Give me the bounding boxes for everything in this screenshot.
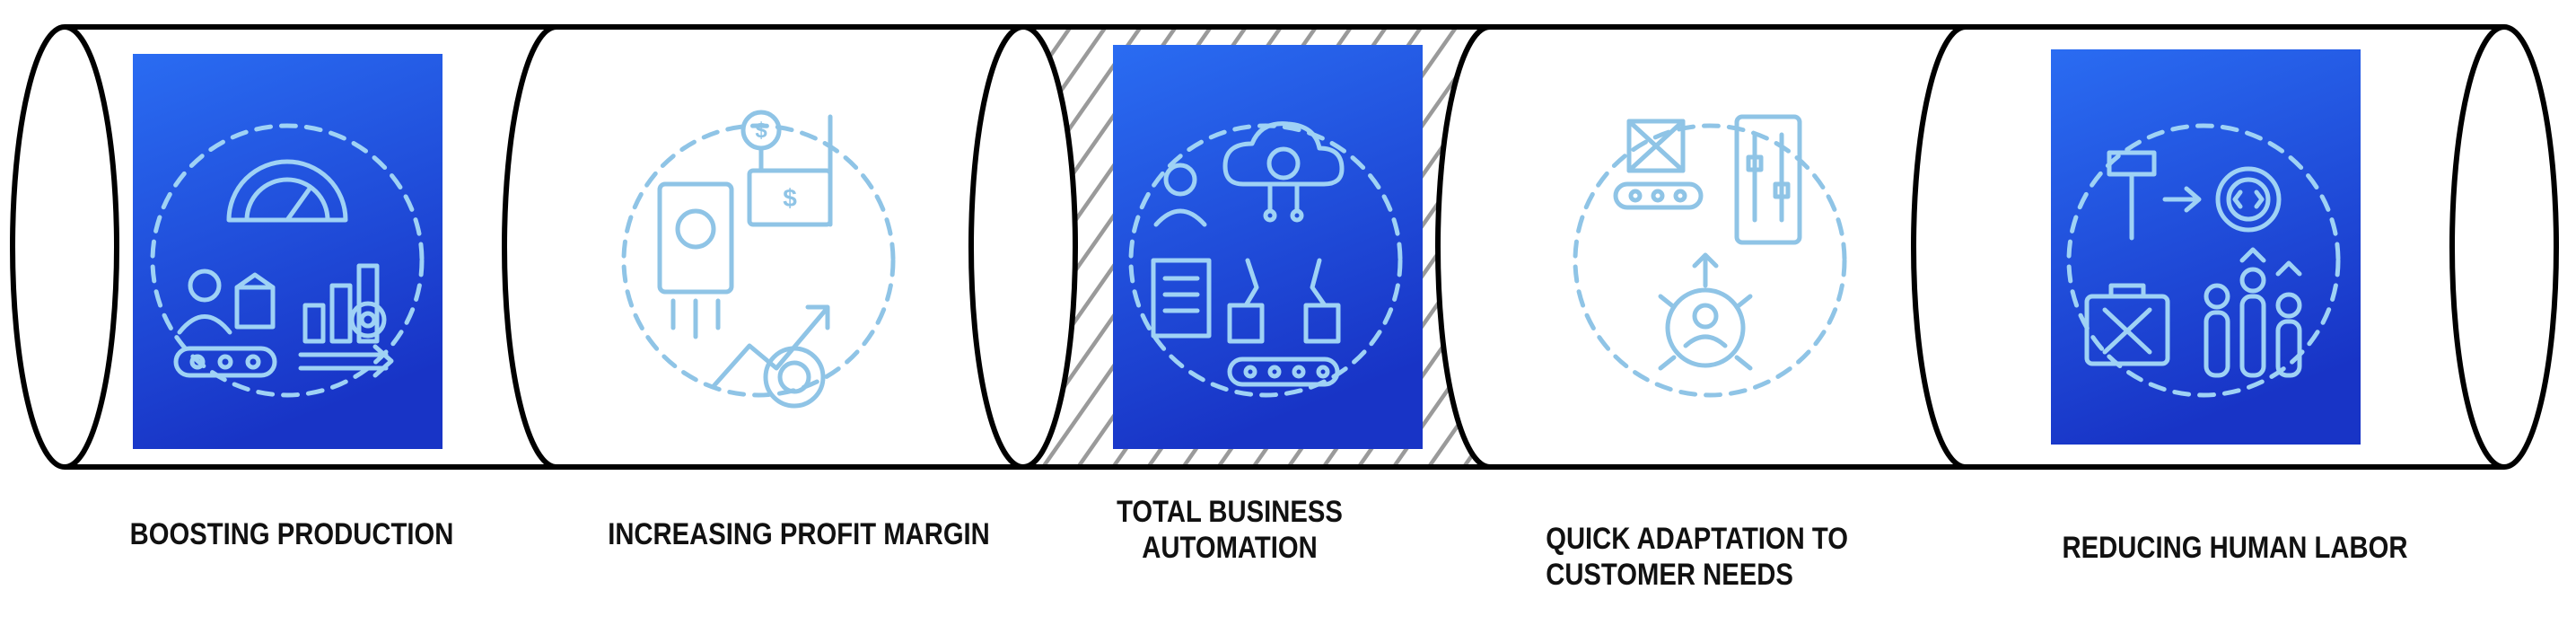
caption-line: INCREASING PROFIT MARGIN	[608, 517, 990, 551]
caption-line: AUTOMATION	[1142, 531, 1318, 565]
tube-segment-4	[1435, 24, 1966, 470]
tube-segment-2	[502, 24, 1023, 470]
caption-boosting-production: BOOSTING PRODUCTION	[95, 516, 489, 552]
customer-adaptation-icon	[1573, 114, 1847, 398]
caption-increasing-profit-margin: INCREASING PROFIT MARGIN	[583, 516, 1015, 552]
caption-line: CUSTOMER NEEDS	[1546, 558, 1793, 592]
svg-text:$: $	[783, 184, 797, 212]
caption-reducing-human-labor: REDUCING HUMAN LABOR	[2027, 530, 2443, 566]
profit-money-growth-icon: $ $	[621, 110, 896, 409]
cloud-automation-robot-icon	[1113, 45, 1423, 449]
caption-line: TOTAL BUSINESS	[1117, 495, 1343, 529]
svg-text:$: $	[755, 119, 767, 143]
robot-replacing-worker-icon	[2051, 49, 2361, 445]
caption-quick-adaptation: QUICK ADAPTATION TO CUSTOMER NEEDS	[1546, 521, 1901, 593]
caption-line: BOOSTING PRODUCTION	[129, 517, 454, 551]
caption-line: REDUCING HUMAN LABOR	[2062, 531, 2408, 565]
production-dashboard-icon	[133, 54, 442, 449]
caption-total-business-automation: TOTAL BUSINESS AUTOMATION	[1075, 494, 1384, 566]
caption-line: QUICK ADAPTATION TO	[1546, 522, 1848, 556]
